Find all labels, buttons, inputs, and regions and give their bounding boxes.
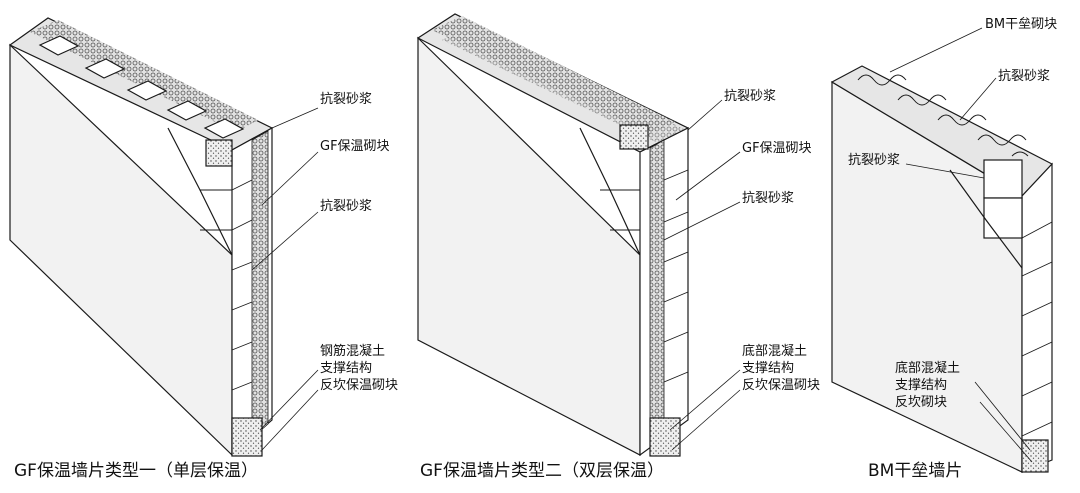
label-anticrack-mortar-1a: 抗裂砂浆 [320,92,372,107]
label-gf-block-1: GF保温砌块 [320,139,390,154]
label-gf-block-2: GF保温砌块 [742,141,812,156]
label-bm-block: BM干垒砌块 [985,17,1057,32]
leader-lines-3 [889,27,1033,463]
label-anticrack-mortar-3b: 抗裂砂浆 [848,153,900,168]
label-sill-block-3: 反坎砌块 [895,395,947,410]
wall-3-drawing [830,65,1053,473]
caption-1: GF保温墙片类型一（单层保温） [14,461,258,481]
label-rc-1: 钢筋混凝土 [320,343,385,359]
label-support-3: 支撑结构 [895,378,947,393]
panel-1: 抗裂砂浆 GF保温砌块 抗裂砂浆 钢筋混凝土 支撑结构 反坎保温砌块 GF保温墙… [8,17,398,481]
label-sill-block-2: 反坎保温砌块 [742,378,820,393]
label-support-1: 支撑结构 [320,361,372,376]
label-base-concrete-3: 底部混凝土 [895,360,960,376]
label-base-concrete-2: 底部混凝土 [742,343,807,359]
leader-lines-2 [663,99,741,451]
label-anticrack-mortar-3a: 抗裂砂浆 [998,69,1050,84]
label-anticrack-mortar-1b: 抗裂砂浆 [320,199,372,214]
panel-2: 抗裂砂浆 GF保温砌块 抗裂砂浆 底部混凝土 支撑结构 反坎保温砌块 GF保温墙… [416,13,820,481]
label-anticrack-mortar-2b: 抗裂砂浆 [742,191,794,206]
leader-lines-1 [251,107,319,451]
label-support-2: 支撑结构 [742,361,794,376]
caption-2: GF保温墙片类型二（双层保温） [420,461,664,481]
wall-2-drawing [416,13,690,457]
wall-1-drawing [8,17,274,457]
label-sill-block-1: 反坎保温砌块 [320,378,398,393]
panel-3: BM干垒砌块 抗裂砂浆 抗裂砂浆 底部混凝土 支撑结构 反坎砌块 BM干垒墙片 [830,17,1057,481]
caption-3: BM干垒墙片 [868,461,962,481]
label-anticrack-mortar-2a: 抗裂砂浆 [724,89,776,104]
